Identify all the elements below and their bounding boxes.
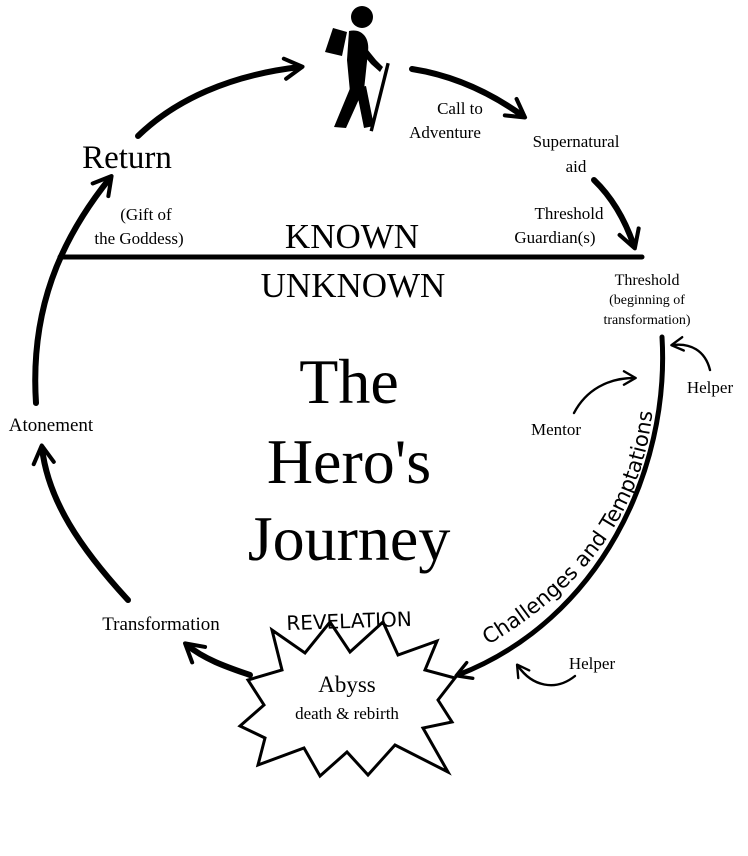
arrow-aid-to-threshold — [591, 177, 641, 251]
helper-top-arrow — [670, 335, 712, 372]
arrow-hiker-to-call — [409, 66, 528, 120]
label-gift-line2: the Goddess) — [94, 229, 183, 248]
arrow-atonement-to-return — [32, 174, 114, 406]
label-guardian-line1: Threshold — [535, 204, 604, 223]
title-line1: The — [299, 346, 399, 417]
hiker-icon — [325, 6, 390, 132]
label-challenges: Challenges and Temptations — [478, 409, 657, 649]
label-threshold-line3: transformation) — [603, 313, 690, 328]
label-supernatural-line2: aid — [566, 157, 587, 176]
label-known: KNOWN — [285, 217, 419, 256]
label-return: Return — [82, 140, 172, 176]
label-guardian-line2: Guardian(s) — [514, 228, 595, 247]
arrow-threshold-to-abyss — [454, 334, 666, 680]
label-abyss-sub: death & rebirth — [295, 704, 399, 723]
label-helper-bottom: Helper — [569, 654, 616, 673]
arrow-return-to-hiker — [135, 56, 305, 139]
title-line3: Journey — [248, 503, 451, 574]
label-threshold-line2: (beginning of — [609, 293, 685, 308]
helper-arrows — [515, 335, 712, 687]
label-call-line2: Adventure — [409, 123, 481, 142]
label-call-line1: Call to — [437, 99, 483, 118]
arrow-abyss-to-transformation — [183, 641, 253, 678]
label-mentor: Mentor — [531, 420, 581, 439]
arrow-transformation-to-atonement — [31, 443, 131, 603]
title-line2: Hero's — [267, 426, 431, 497]
abyss-burst — [237, 619, 458, 779]
label-abyss: Abyss — [318, 672, 376, 697]
label-gift-line1: (Gift of — [120, 205, 172, 224]
label-supernatural-line1: Supernatural — [533, 132, 620, 151]
label-transformation: Transformation — [102, 614, 220, 635]
label-atonement: Atonement — [9, 415, 94, 436]
label-unknown: UNKNOWN — [261, 266, 446, 305]
journey-cycle — [31, 56, 666, 680]
label-revelation: REVELATION — [286, 607, 412, 635]
helper-bottom-arrow — [515, 663, 577, 687]
mentor-arrow — [572, 370, 637, 415]
label-helper-top: Helper — [687, 378, 734, 397]
label-threshold-line1: Threshold — [615, 272, 680, 289]
